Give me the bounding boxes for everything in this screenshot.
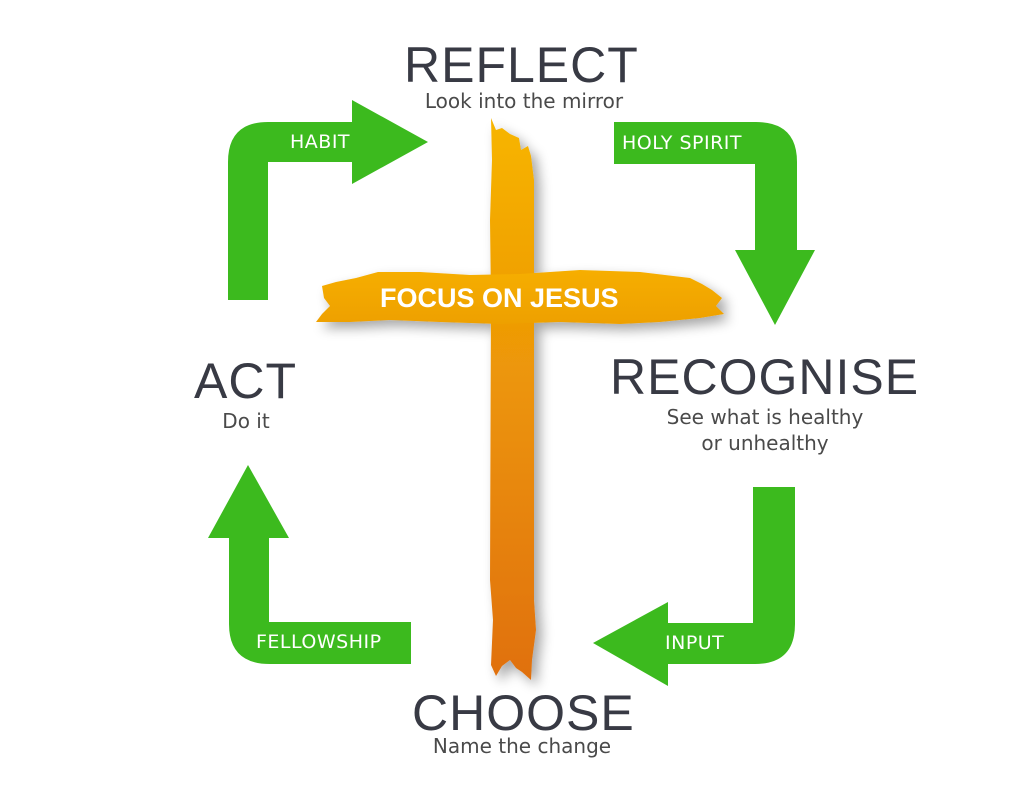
stage-title-act: ACT bbox=[194, 353, 297, 409]
stage-title-choose: CHOOSE bbox=[412, 685, 635, 741]
stage-subtitle-recognise-line2: or unhealthy bbox=[701, 431, 829, 455]
input-arrow bbox=[593, 487, 795, 686]
stage-title-recognise: RECOGNISE bbox=[610, 349, 920, 405]
cross-icon bbox=[316, 118, 724, 680]
stage-subtitle-choose: Name the change bbox=[432, 734, 612, 758]
stage-title-reflect: REFLECT bbox=[404, 37, 639, 93]
stage-subtitle-act: Do it bbox=[222, 409, 270, 433]
focus-on-jesus-label: FOCUS ON JESUS bbox=[380, 283, 619, 313]
arrow-label-holy-spirit: HOLY SPIRIT bbox=[622, 132, 742, 154]
arrow-label-habit: HABIT bbox=[290, 131, 351, 153]
stage-subtitle-recognise-line1: See what is healthy bbox=[666, 405, 864, 429]
fellowship-arrow bbox=[208, 465, 411, 664]
arrow-label-input: INPUT bbox=[665, 632, 725, 654]
stage-subtitle-reflect: Look into the mirror bbox=[424, 89, 624, 113]
arrow-label-fellowship: FELLOWSHIP bbox=[256, 631, 382, 653]
habit-arrow bbox=[228, 100, 428, 300]
holy-spirit-arrow bbox=[614, 122, 815, 325]
